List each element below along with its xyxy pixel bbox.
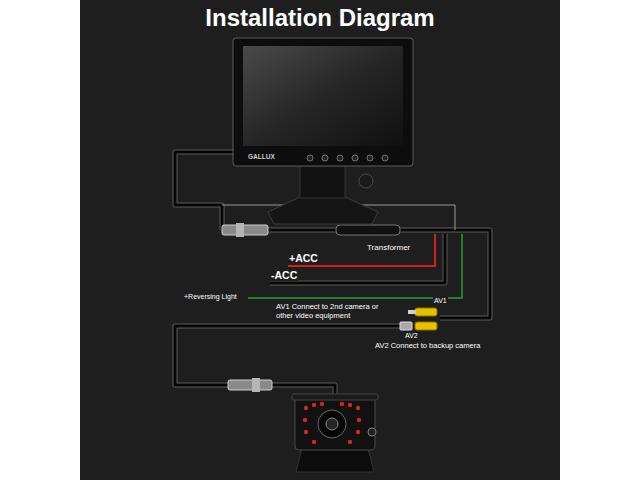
signal-name: +ACC [288,252,319,264]
diagram-title: Installation Diagram [80,4,560,32]
signal-name: -ACC [270,269,298,281]
cable-outline [175,152,490,396]
part-name: Transformer [366,243,411,252]
transformer [336,225,400,235]
rca-plugs [400,308,437,330]
brand-name: GALLUX [247,153,276,160]
monitor [233,38,413,224]
pin-name: AV1 [433,297,448,305]
cable [175,152,490,396]
dark-panel [80,0,560,480]
acc-positive-wire [288,234,435,266]
backup-camera [292,394,378,472]
cable-connector [228,378,272,392]
connection-note: AV2 Connect to backup camera [374,342,481,351]
cable-connector [222,223,268,237]
reversing-light-wire [248,234,462,298]
signal-name: +Reversing Light [183,293,238,301]
pin-name: AV2 [404,332,419,340]
connection-note: AV1 Connect to 2nd camera or other video… [275,303,387,320]
